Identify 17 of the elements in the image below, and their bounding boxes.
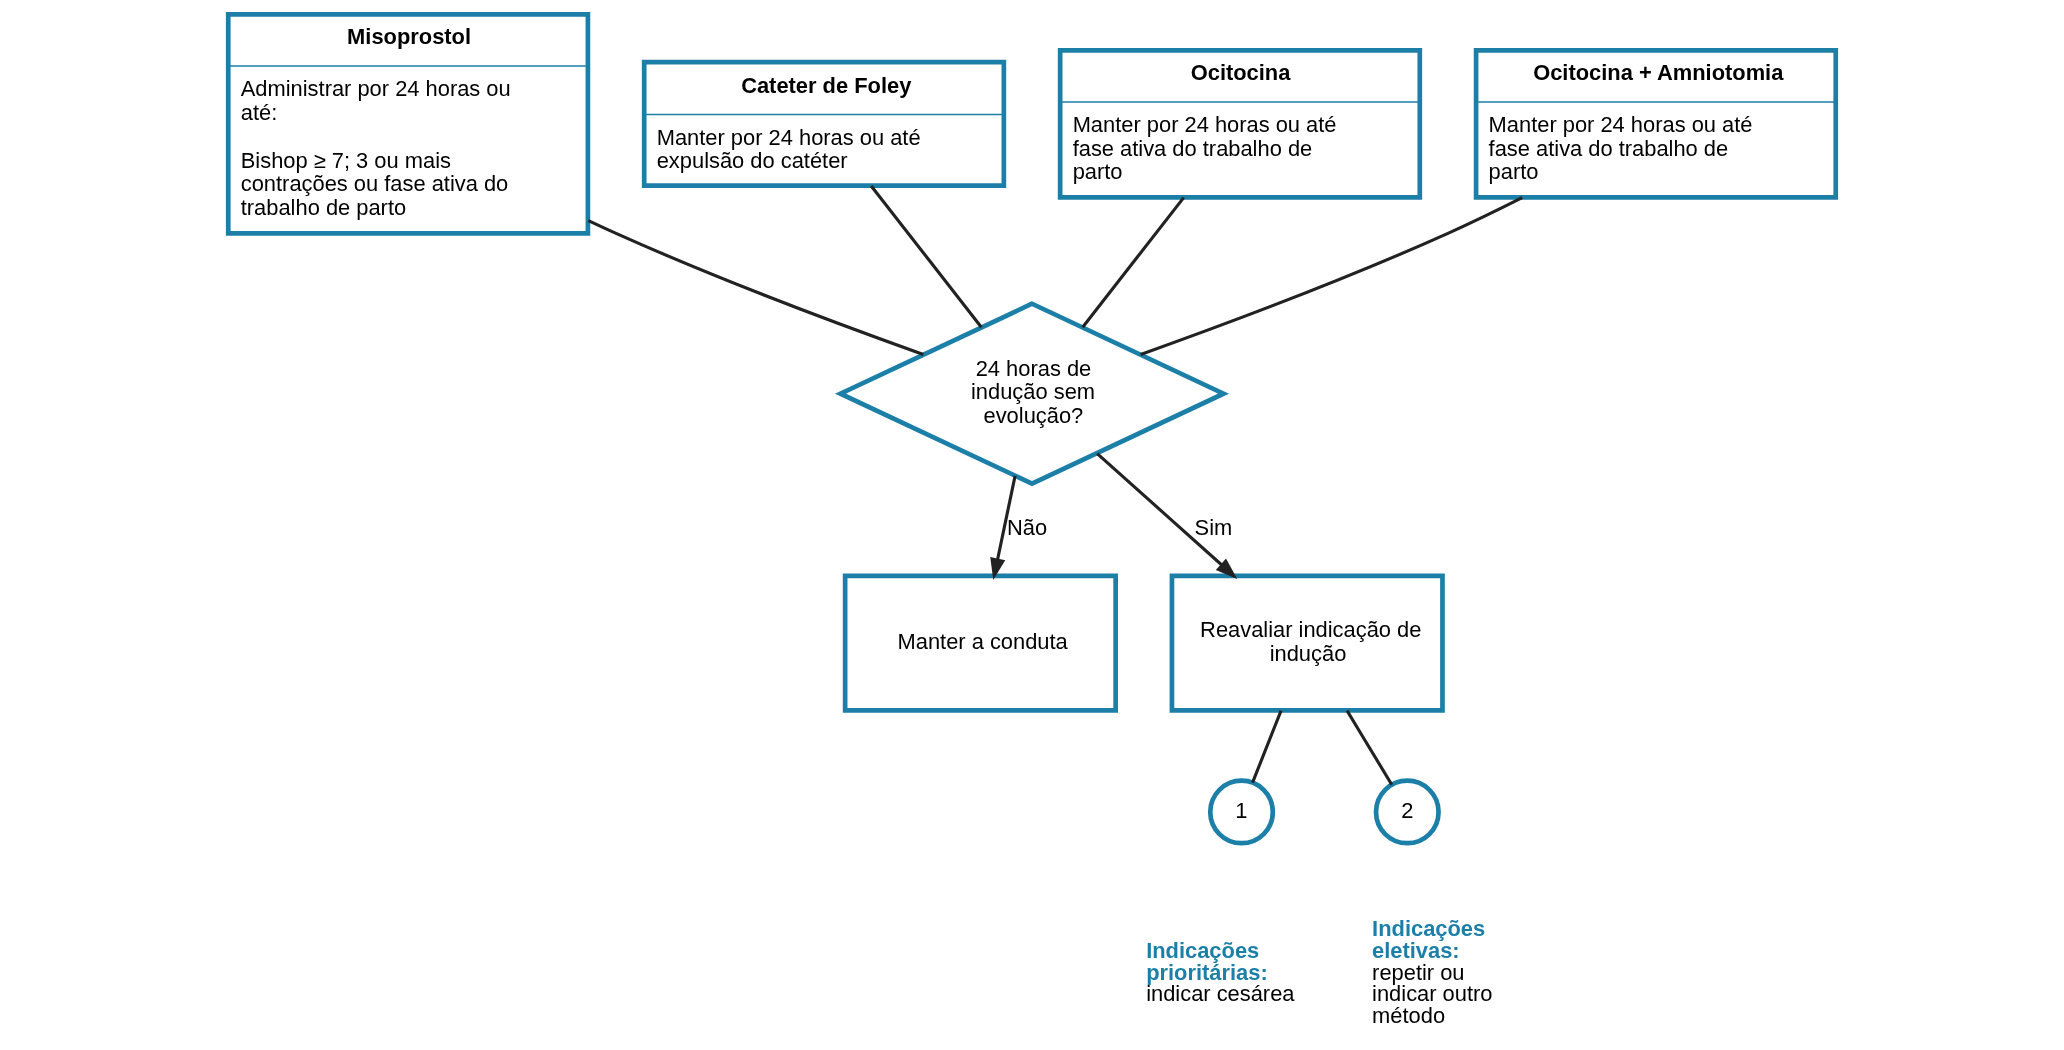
node-circle: 2	[1373, 778, 1441, 846]
label: Indicações prioritárias: indicar cesárea	[1146, 937, 1295, 1007]
connector	[1251, 710, 1283, 784]
edge-label: Não	[1006, 515, 1048, 541]
node-box: Manter a conduta	[842, 573, 1118, 713]
node-circle: 1	[1207, 778, 1276, 846]
connector	[1140, 196, 1523, 356]
node-diamond: 24 horas de indução sem evolução?	[834, 301, 1230, 487]
connector	[587, 219, 924, 356]
label: Indicações eletivas: repetir ou indicar outro método	[1372, 915, 1493, 1029]
node-box: Reavaliar indicação de indução	[1169, 573, 1445, 713]
connector	[1081, 196, 1185, 329]
arrow	[1096, 452, 1238, 579]
connector	[1345, 709, 1394, 786]
arrow	[990, 475, 1017, 581]
edge-label: Sim	[1194, 515, 1233, 541]
connector	[870, 185, 983, 329]
